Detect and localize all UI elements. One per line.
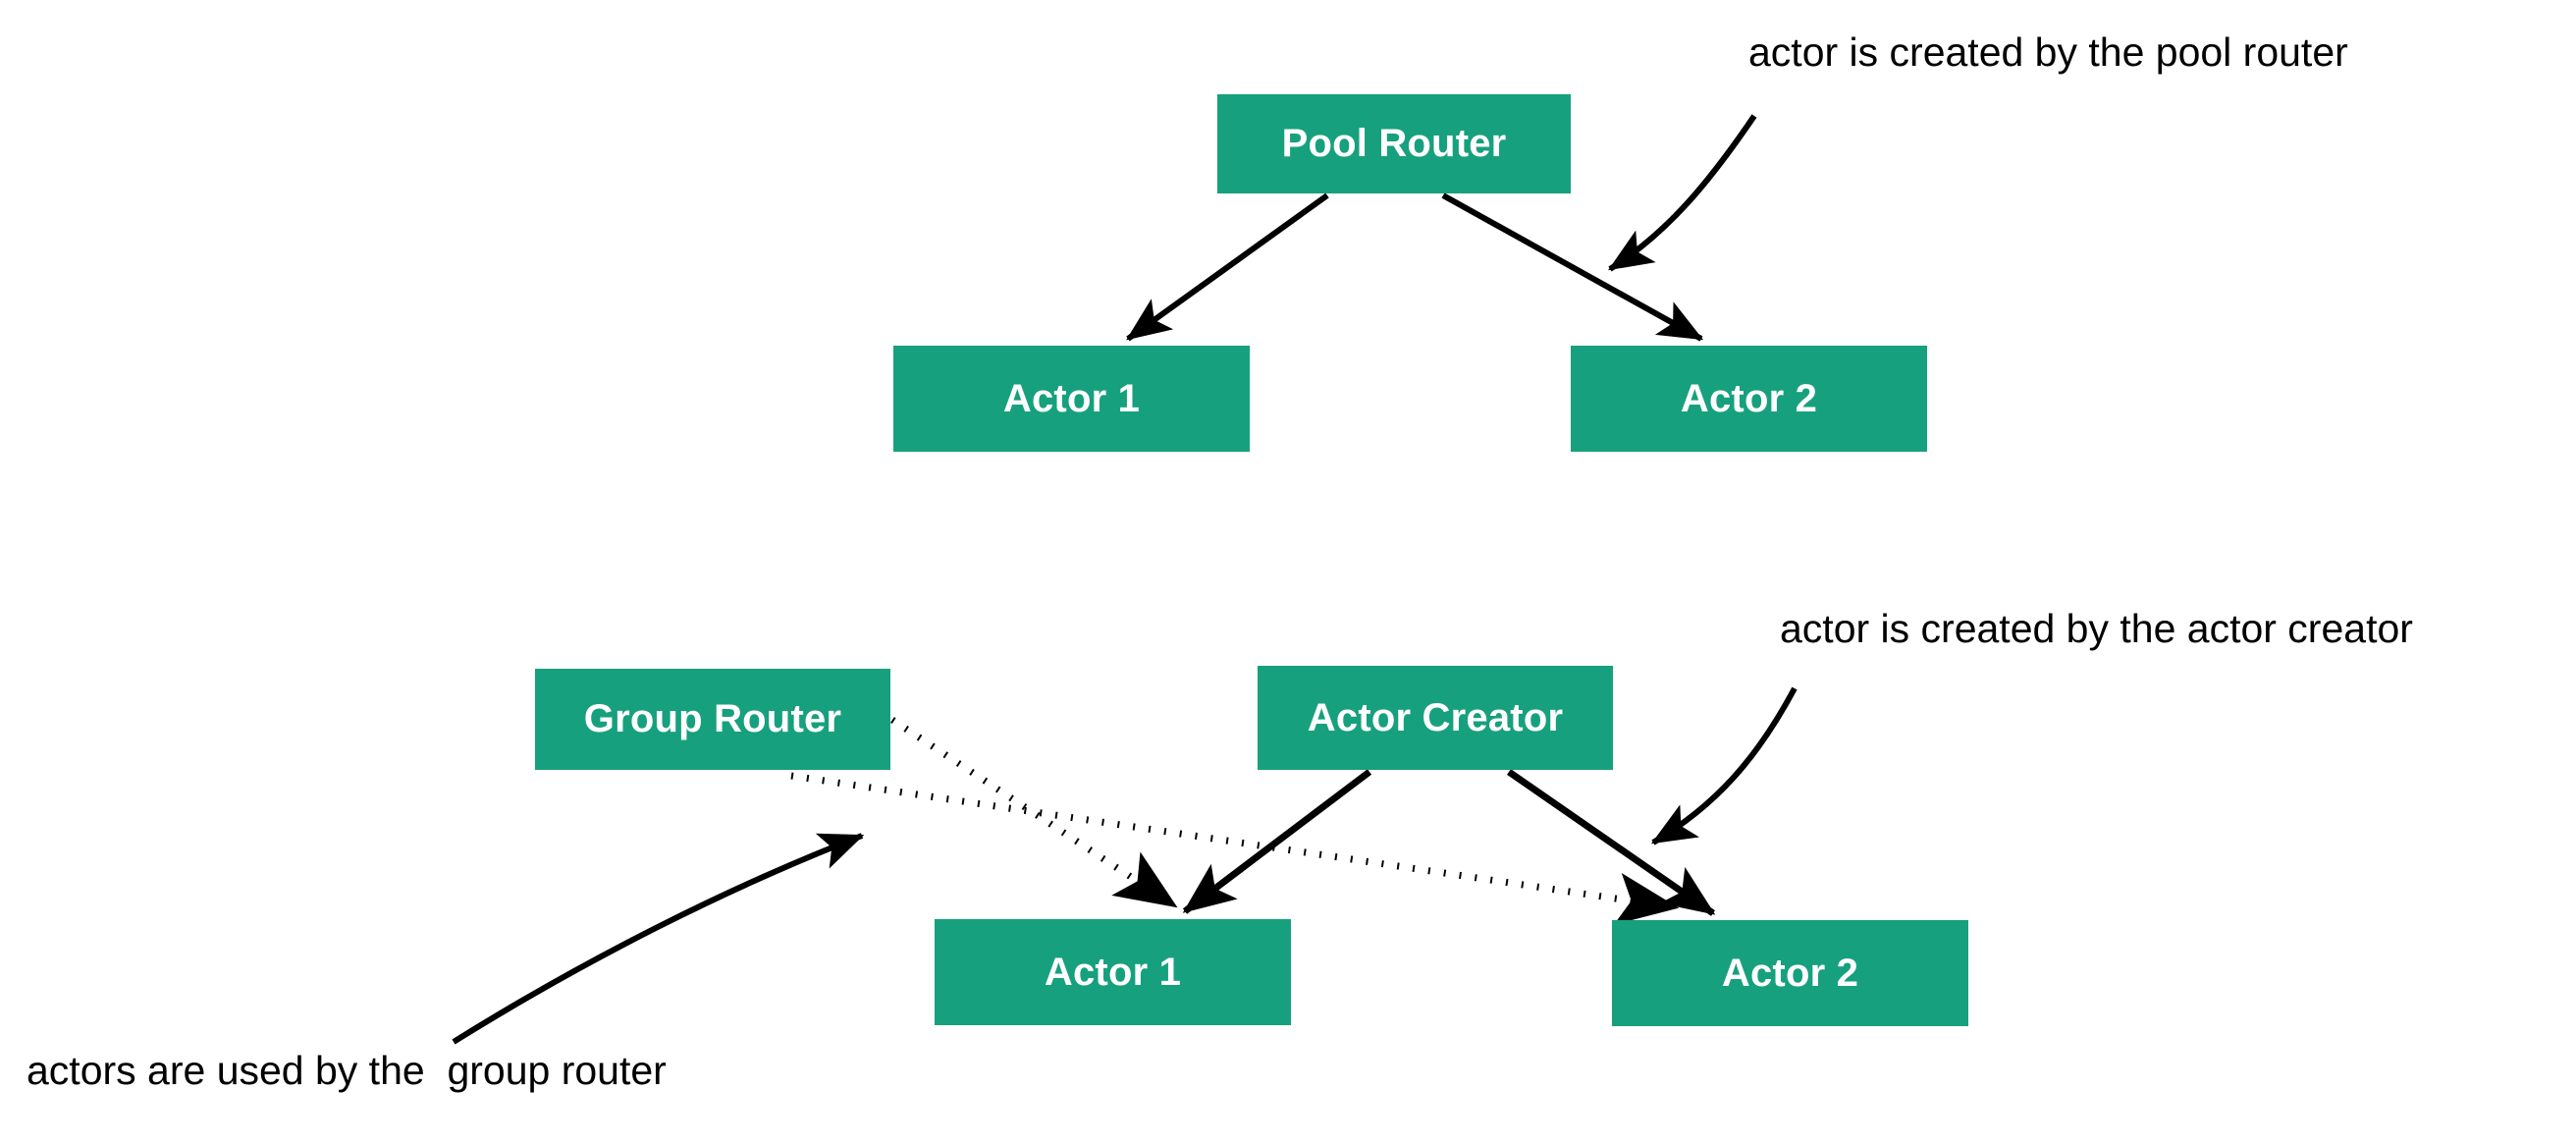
callout-arrow-actor-creator: [1650, 686, 1798, 845]
edge-pool-router-to-actor-2: [1441, 192, 1704, 342]
annotation-pool-router-note: actor is created by the pool router: [1748, 29, 2348, 75]
node-pool-actor-2[interactable]: Actor 2: [1571, 346, 1927, 452]
node-pool-actor-1[interactable]: Actor 1: [893, 346, 1250, 452]
edge-actor-creator-to-actor-1: [1182, 769, 1372, 914]
node-pool-router[interactable]: Pool Router: [1217, 94, 1571, 193]
node-group-actor-2[interactable]: Actor 2: [1612, 920, 1968, 1026]
edge-actor-creator-to-actor-2: [1507, 769, 1716, 916]
annotation-group-router-note: actors are used by the group router: [27, 1048, 667, 1093]
node-group-actor-1[interactable]: Actor 1: [935, 919, 1291, 1025]
node-group-router[interactable]: Group Router: [535, 669, 890, 770]
edge-group-router-to-actor-2: [790, 772, 1680, 925]
edge-pool-router-to-actor-1: [1126, 192, 1329, 342]
edge-group-router-to-actor-1: [890, 717, 1178, 908]
node-actor-creator[interactable]: Actor Creator: [1258, 666, 1613, 770]
callout-arrow-pool-router: [1607, 114, 1757, 272]
callout-arrow-group-router: [452, 833, 865, 1045]
annotation-actor-creator-note: actor is created by the actor creator: [1780, 606, 2413, 651]
